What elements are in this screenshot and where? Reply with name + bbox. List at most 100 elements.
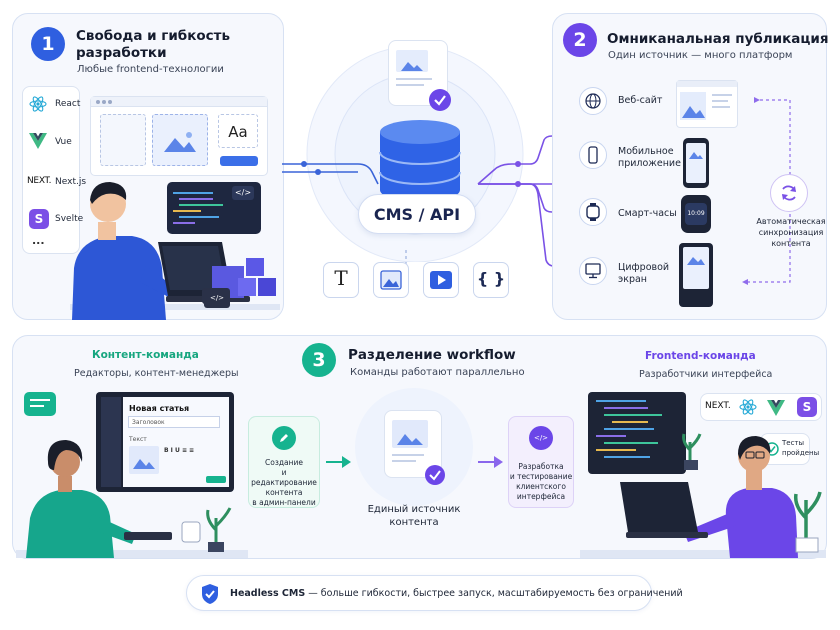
editor-title: Новая статья [129, 404, 190, 413]
kiosk-screen [683, 247, 709, 289]
document-text-lines [396, 78, 436, 92]
sync-caption-line3: контента [771, 239, 811, 248]
monitor-icon [585, 263, 601, 279]
section1-title-line2: разработки [76, 45, 167, 61]
section1-title-line1: Свобода и гибкость [76, 28, 231, 44]
image-icon [380, 270, 402, 290]
editor-toolbar: B I U ≡ ≡ [164, 447, 195, 454]
phone-screen [686, 143, 706, 183]
check-icon [425, 465, 445, 485]
browser-sidebar-block [100, 114, 146, 166]
step2-line1: Разработка [518, 462, 564, 471]
content-creation-text: Создание и редактирование контента в адм… [248, 458, 320, 508]
single-source-line1: Единый источник [367, 504, 461, 515]
arrow-right-purple [478, 456, 503, 468]
platform-mobile-label: Мобильное приложение [618, 146, 681, 170]
image-icon [680, 92, 706, 120]
step1-line4: в админ-панели [252, 498, 316, 507]
framework-svelte-label: Svelte [55, 214, 84, 224]
framework-more: ... [32, 234, 45, 247]
sync-circle [770, 174, 808, 212]
code-badge: </> [232, 186, 254, 200]
step1-line2: и редактирование [251, 468, 317, 487]
content-team-title: Контент-команда [92, 349, 199, 361]
editor-title-field: Заголовок [128, 416, 220, 428]
sync-icon [782, 185, 796, 201]
platform-screen-label: Цифровой экран [618, 262, 669, 286]
section3-subtitle: Команды работают параллельно [350, 367, 525, 378]
single-source-lines [392, 454, 428, 468]
frontend-dev-text: Разработка и тестирование клиентского ин… [508, 462, 574, 502]
sync-caption-line1: Автоматическая [756, 217, 826, 226]
braces-icon: { } [476, 269, 506, 288]
step2-line4: интерфейса [516, 492, 566, 501]
content-type-text [323, 262, 359, 298]
text-icon: T [334, 266, 348, 290]
vue-icon [767, 400, 785, 416]
arrow-right-green [326, 456, 351, 468]
window-dots [96, 100, 116, 104]
react-icon [29, 96, 47, 112]
content-editor-illustration [16, 440, 248, 558]
single-source-text: Единый источник контента [350, 503, 478, 529]
image-icon [687, 257, 705, 265]
section3-number: 3 [302, 343, 336, 377]
code-monitor [588, 392, 686, 474]
react-icon [739, 399, 757, 415]
check-icon [429, 89, 451, 111]
smartphone-icon [588, 146, 598, 164]
browser-button-block [220, 156, 258, 166]
frontend-dev-illustration [580, 433, 826, 558]
sync-caption-line2: синхронизация [758, 228, 824, 237]
globe-icon [585, 93, 601, 109]
platform-web-label: Веб-сайт [618, 95, 663, 106]
smartwatch-icon [586, 203, 600, 221]
image-icon [133, 459, 155, 469]
chat-bubble-icon [24, 392, 56, 416]
image-icon [164, 132, 196, 152]
single-source-line2: контента [389, 517, 439, 528]
platform-watch-icon-wrap [579, 198, 607, 226]
browser-titlebar [91, 97, 267, 107]
tests-passed-text: Тесты пройдены [782, 438, 819, 458]
nextjs-logo: NEXT. [27, 176, 52, 186]
platform-screen-icon-wrap [579, 257, 607, 285]
section2-subtitle: Один источник — много платформ [608, 50, 793, 61]
cms-api-badge [358, 194, 476, 234]
content-type-json [473, 262, 509, 298]
section3-title: Разделение workflow [348, 347, 516, 363]
footer-text: Headless CMS — больше гибкости, быстрее … [230, 588, 683, 599]
image-icon [397, 434, 423, 445]
play-icon [430, 271, 452, 289]
browser-image-block [152, 114, 208, 166]
code-window-lines [173, 192, 229, 230]
framework-nextjs-label: Next.js [55, 177, 87, 187]
cms-api-label: CMS / API [373, 205, 461, 224]
frontend-dev-card [508, 416, 574, 508]
website-mockup-bar [677, 81, 737, 87]
nextjs-logo: NEXT. [705, 401, 731, 411]
document-image [396, 50, 428, 72]
tests-line2: пройдены [782, 449, 820, 457]
step2-line2: и тестирование [509, 472, 573, 481]
pencil-icon [280, 434, 288, 442]
vue-icon [29, 133, 47, 149]
section1-title: Свобода и гибкость разработки [76, 28, 230, 62]
cubes-icon [238, 258, 276, 296]
section2-title: Омниканальная публикация [607, 31, 829, 47]
step2-line3: клиентского [516, 482, 566, 491]
step1-line1: Создание [265, 458, 303, 467]
frontend-team-subtitle: Разработчики интерфейса [639, 369, 773, 380]
code-icon-circle: </> [529, 426, 553, 450]
platform-watch-label: Смарт-часы [618, 208, 677, 219]
database-icon [379, 120, 461, 202]
section2-number: 2 [563, 23, 597, 57]
website-mockup-text [712, 94, 734, 114]
svelte-icon: S [29, 209, 49, 229]
editor-text-label: Текст [129, 436, 147, 443]
image-icon [401, 62, 423, 71]
connection-lines [282, 135, 570, 280]
platform-mobile-line2: приложение [618, 158, 681, 169]
platform-mobile-line1: Мобильное [618, 146, 674, 157]
svelte-icon: S [797, 397, 817, 417]
